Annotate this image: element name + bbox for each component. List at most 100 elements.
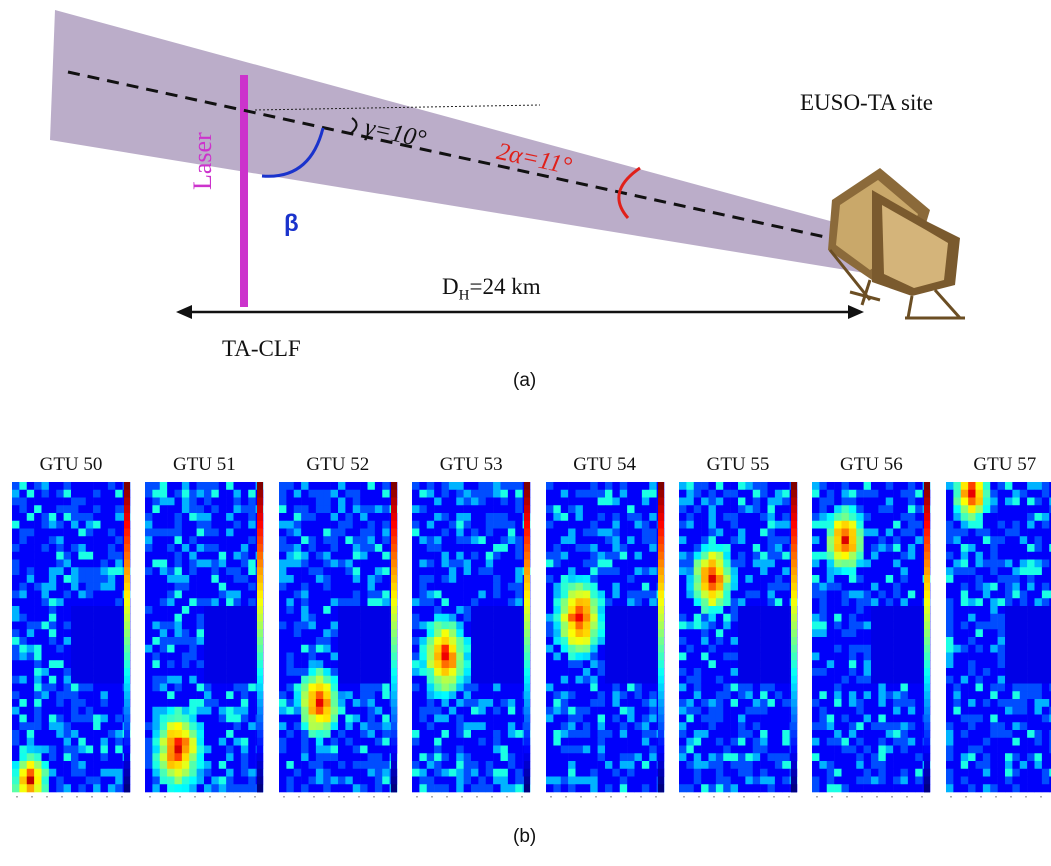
pixel-cell (575, 745, 583, 754)
pixel-cell (63, 544, 72, 553)
colorbar-segment (390, 482, 397, 491)
pixel-cell (241, 753, 249, 762)
pixel-cell (723, 784, 731, 793)
pixel-cell (493, 528, 501, 537)
pixel-cell (500, 668, 509, 677)
pixel-cell (582, 513, 591, 522)
pixel-cell (634, 668, 642, 677)
colorbar-segment (257, 714, 264, 723)
pixel-cell (241, 520, 249, 529)
pixel-cell (93, 660, 101, 669)
pixel-cell (730, 520, 739, 529)
pixel-cell (41, 505, 50, 514)
pixel-cell (908, 489, 916, 498)
pixel-cell (701, 668, 709, 677)
pixel-cell (760, 714, 768, 723)
pixel-cell (211, 644, 220, 653)
pixel-cell (915, 753, 924, 762)
pixel-cell (856, 590, 865, 599)
pixel-cell (145, 559, 154, 568)
pixel-cell (419, 489, 428, 498)
pixel-cell (374, 668, 383, 677)
pixel-cell (626, 489, 635, 498)
pixel-cell (849, 482, 857, 491)
pixel-cell (278, 613, 287, 622)
pixel-cell (819, 606, 828, 615)
pixel-cell (449, 489, 457, 498)
axis-tick (106, 796, 108, 798)
pixel-cell (145, 621, 154, 630)
pixel-cell (856, 536, 865, 545)
pixel-cell (189, 652, 198, 661)
pixel-cell (48, 598, 57, 607)
axis-tick (312, 796, 315, 798)
pixel-cell (708, 598, 717, 607)
pixel-cell (679, 730, 687, 739)
pixel-cell (745, 505, 754, 514)
pixel-cell (634, 528, 642, 537)
pixel-cell (560, 714, 569, 723)
pixel-cell (582, 613, 591, 622)
pixel-cell (782, 582, 790, 591)
pixel-cell (367, 629, 375, 638)
pixel-cell (248, 776, 257, 785)
pixel-cell (308, 644, 316, 653)
pixel-cell (107, 637, 116, 646)
pixel-cell (456, 675, 465, 684)
pixel-cell (693, 753, 702, 762)
pixel-cell (293, 544, 302, 553)
pixel-cell (693, 575, 702, 584)
pixel-cell (508, 668, 516, 677)
pixel-cell (915, 528, 924, 537)
pixel-cell (93, 753, 101, 762)
pixel-cell (167, 528, 176, 537)
pixel-cell (56, 544, 64, 553)
pixel-cell (545, 753, 554, 762)
pixel-cell (286, 652, 294, 661)
pixel-cell (330, 683, 339, 692)
pixel-cell (760, 559, 768, 568)
pixel-cell (878, 660, 887, 669)
pixel-cell (278, 652, 287, 661)
pixel-cell (85, 644, 94, 653)
pixel-cell (597, 489, 605, 498)
pixel-cell (634, 482, 642, 491)
pixel-cell (723, 714, 731, 723)
pixel-cell (812, 644, 821, 653)
pixel-cell (723, 722, 731, 731)
pixel-cell (589, 722, 598, 731)
pixel-cell (107, 675, 116, 684)
pixel-cell (864, 699, 872, 708)
pixel-cell (915, 644, 924, 653)
pixel-cell (812, 722, 821, 731)
colorbar-segment (390, 551, 397, 560)
pixel-cell (856, 753, 865, 762)
pixel-cell (352, 644, 361, 653)
pixel-cell (611, 637, 620, 646)
pixel-cell (63, 489, 72, 498)
pixel-cell (915, 699, 924, 708)
geometry-diagram (50, 10, 965, 320)
pixel-cell (582, 575, 591, 584)
pixel-cell (945, 497, 954, 506)
pixel-cell (19, 637, 28, 646)
pixel-cell (834, 714, 843, 723)
pixel-cell (293, 629, 302, 638)
pixel-cell (456, 528, 465, 537)
pixel-cell (686, 559, 695, 568)
pixel-cell (145, 629, 154, 638)
pixel-cell (300, 544, 309, 553)
pixel-cell (233, 761, 242, 770)
pixel-cell (41, 590, 50, 599)
pixel-cell (1004, 536, 1013, 545)
pixel-cell (345, 489, 353, 498)
pixel-cell (174, 567, 183, 576)
pixel-cell (167, 722, 176, 731)
pixel-cell (182, 567, 190, 576)
pixel-cell (449, 706, 457, 715)
pixel-cell (286, 590, 294, 599)
pixel-cell (34, 730, 42, 739)
pixel-cell (182, 699, 190, 708)
pixel-cell (278, 590, 287, 599)
pixel-cell (226, 668, 235, 677)
